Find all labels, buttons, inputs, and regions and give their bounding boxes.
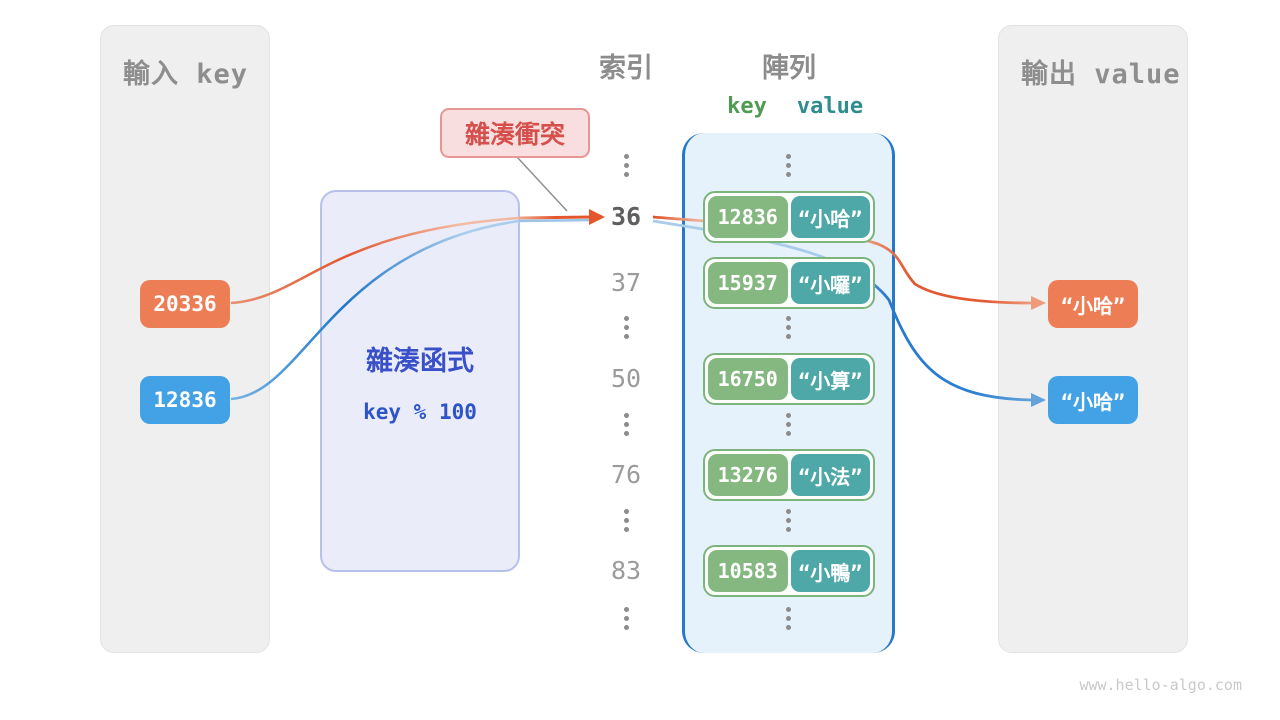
pair-value-box: “小算” xyxy=(790,358,870,400)
input-key-12836: 12836 xyxy=(140,376,230,424)
index-ellipsis-dots xyxy=(616,316,636,339)
output-value-blue: “小哈” xyxy=(1048,376,1138,424)
hash-function-box: 雜湊函式 key % 100 xyxy=(320,190,520,572)
pair-key-box: 15937 xyxy=(708,262,788,304)
array-ellipsis-dots xyxy=(778,607,798,630)
array-ellipsis-dots xyxy=(778,413,798,436)
pair-value-box: “小哈” xyxy=(790,196,870,238)
pair-value-box: “小法” xyxy=(790,454,870,496)
index-ellipsis-dots xyxy=(616,154,636,177)
index-ellipsis-dots xyxy=(616,413,636,436)
input-key-12836-label: 12836 xyxy=(153,388,217,412)
pair-key-box: 10583 xyxy=(708,550,788,592)
input-panel: 輸入 key xyxy=(100,25,270,653)
hash-collision-text: 雜湊衝突 xyxy=(464,120,565,149)
array-pair-12836: 12836 “小哈” xyxy=(703,191,875,243)
output-value-orange-label: “小哈” xyxy=(1060,293,1126,318)
input-panel-title: 輸入 key xyxy=(123,59,249,90)
array-ellipsis-dots xyxy=(778,509,798,532)
index-ellipsis-dots xyxy=(616,509,636,532)
value-header: value xyxy=(796,94,864,119)
output-panel: 輸出 value xyxy=(998,25,1188,653)
index-column-title: 索引 xyxy=(599,53,653,84)
array-ellipsis-dots xyxy=(778,316,798,339)
array-pair-10583: 10583 “小鴨” xyxy=(703,545,875,597)
index-50: 50 xyxy=(610,364,642,393)
pair-value-box: “小囉” xyxy=(790,262,870,304)
array-pair-16750: 16750 “小算” xyxy=(703,353,875,405)
pair-key-box: 16750 xyxy=(708,358,788,400)
pair-key-box: 12836 xyxy=(708,196,788,238)
collision-pointer-line xyxy=(516,156,568,212)
input-key-20336-label: 20336 xyxy=(153,292,217,316)
key-header: key xyxy=(727,94,767,119)
flow-hash-to-index-orange xyxy=(518,215,591,220)
output-value-orange: “小哈” xyxy=(1048,280,1138,328)
array-pair-15937: 15937 “小囉” xyxy=(703,257,875,309)
index-37: 37 xyxy=(610,268,642,297)
index-83: 83 xyxy=(610,556,642,585)
array-column-title: 陣列 xyxy=(762,53,816,84)
index-76: 76 xyxy=(610,460,642,489)
input-key-20336: 20336 xyxy=(140,280,230,328)
output-value-blue-label: “小哈” xyxy=(1060,389,1126,414)
output-panel-title: 輸出 value xyxy=(1021,59,1181,90)
index-36: 36 xyxy=(610,202,642,231)
index-ellipsis-dots xyxy=(616,607,636,630)
hash-function-title: 雜湊函式 xyxy=(366,345,474,377)
hash-function-formula: key % 100 xyxy=(363,399,477,424)
flow-hash-to-index-blue xyxy=(518,218,596,223)
array-ellipsis-dots xyxy=(778,154,798,177)
pair-key-box: 13276 xyxy=(708,454,788,496)
hash-collision-label: 雜湊衝突 xyxy=(440,108,590,158)
array-pair-13276: 13276 “小法” xyxy=(703,449,875,501)
site-watermark: www.hello-algo.com xyxy=(1079,676,1242,694)
pair-value-box: “小鴨” xyxy=(790,550,870,592)
